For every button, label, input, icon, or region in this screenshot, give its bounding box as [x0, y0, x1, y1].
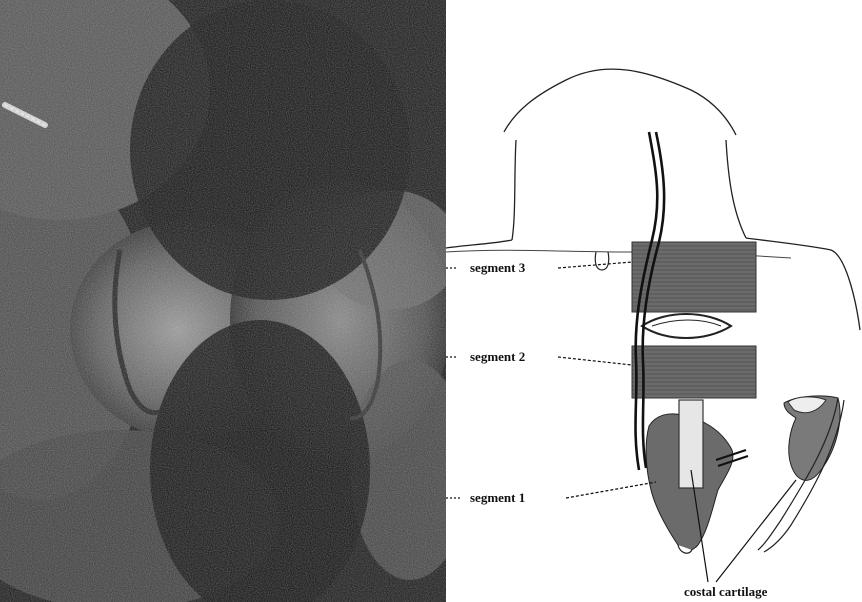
photo-image	[0, 0, 446, 602]
label-costal-cartilage: costal cartilage	[684, 584, 768, 599]
graft-gap-shape	[642, 314, 731, 338]
intraoperative-photo	[0, 0, 446, 602]
schematic-diagram: segment 3 segment 2 segment 1 costal car…	[446, 0, 862, 602]
head-outline	[504, 69, 736, 135]
shoulder-left-outline	[446, 240, 512, 248]
segment-2-leader	[558, 357, 632, 365]
label-segment-1: segment 1	[470, 490, 525, 505]
neck-left-outline	[512, 140, 516, 240]
segment-2-graft	[632, 346, 756, 398]
diagram-svg: segment 3 segment 2 segment 1 costal car…	[446, 0, 862, 602]
neck-right-outline	[726, 140, 746, 238]
label-segment-2: segment 2	[470, 349, 525, 364]
costal-cartilage-bar	[679, 400, 703, 488]
segment-1-leader	[566, 482, 656, 498]
sternal-notch	[595, 252, 609, 270]
label-segment-3: segment 3	[470, 260, 526, 275]
shoulder-right-outline	[746, 238, 860, 330]
